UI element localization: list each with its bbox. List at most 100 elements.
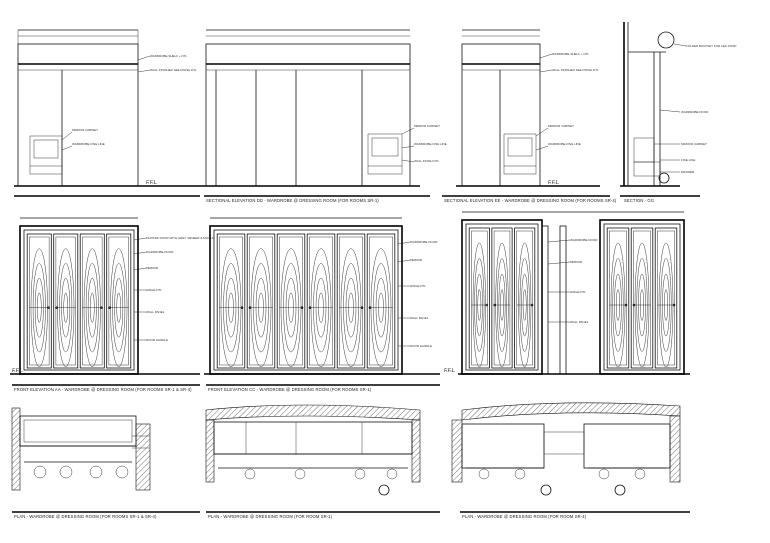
door-panel: [468, 227, 490, 369]
front-a-note-6: DOOR HANDLE: [146, 338, 168, 342]
section-gg-note-1: FOLDED BACKSET FOR LED STRIP: [686, 44, 736, 48]
front-c-note-1: WARDROBE DOOR: [570, 238, 598, 242]
elevation-top-1: WARDROBE SHELF + DTL WALL FINISHED SEE F…: [14, 29, 200, 197]
front-b-note-2: MIRROR: [410, 258, 423, 262]
door-panel: [106, 233, 132, 369]
elev-b-caption: SECTIONAL ELEVATION DD - WARDROBE @ DRES…: [206, 198, 379, 203]
elev-a-ffl-label: F.F.L.: [146, 180, 158, 186]
door-panel-inset: [369, 236, 393, 366]
door-panel: [216, 233, 246, 369]
door-handle: [300, 306, 304, 310]
front-a-note-1: PAINTED DOOR WITH GREY VENEER & MOULD: [146, 236, 215, 240]
plan-2: PLAN - WARDROBE @ DRESSING ROOM (FOR ROO…: [205, 404, 440, 519]
plan-1: PLAN - WARDROBE @ DRESSING ROOM (FOR ROO…: [11, 407, 200, 519]
front-a-note-3: MIRROR: [146, 266, 159, 270]
elev-c-note-4: WARDROBE FINE LINE: [548, 142, 581, 146]
section-gg-caption: SECTION - GG: [624, 198, 654, 203]
elev-a-note-3: MIRROR CABINET: [72, 128, 98, 132]
front-a-note-2: WARDROBE DOOR: [146, 250, 174, 254]
door-panel: [606, 227, 630, 369]
door-handle: [632, 303, 636, 307]
door-panel-inset: [249, 236, 273, 366]
elevation-top-3: WARDROBE SHELF + DTL WALL FINISHED SEE F…: [442, 29, 617, 203]
door-handle: [360, 306, 364, 310]
section-gg-note-4: FINE LINE: [681, 158, 695, 162]
front-c-note-4: WALL PANEL: [570, 320, 589, 324]
door-panel-inset: [633, 230, 651, 366]
front-b-note-3: HINGE DTL: [410, 284, 426, 288]
door-panel: [514, 227, 536, 369]
door-panels-a: [26, 233, 132, 369]
door-panels-b: [216, 233, 396, 369]
door-handle: [624, 303, 628, 307]
plan-3: PLAN - WARDROBE @ DRESSING ROOM (FOR ROO…: [451, 402, 690, 519]
elev-c-note-2: WALL FINISHED SEE FINISH DTL: [552, 68, 599, 72]
front-elevation-1: PAINTED DOOR WITH GREY VENEER & MOULD WA…: [10, 217, 215, 392]
elev-c-note-1: WARDROBE SHELF + DTL: [552, 52, 589, 56]
section-gg-note-3: MIRROR CABINET: [681, 142, 707, 146]
door-panel-inset: [493, 230, 511, 366]
door-handle: [240, 306, 244, 310]
door-panel: [336, 233, 366, 369]
front-b-note-5: DOOR HANDLE: [410, 344, 432, 348]
door-panel-inset: [29, 236, 50, 366]
front-b-note-4: WALL PANEL: [410, 316, 429, 320]
door-handle: [485, 303, 488, 307]
door-handle: [672, 303, 676, 307]
door-panel-inset: [279, 236, 303, 366]
door-handle: [47, 306, 50, 310]
section-top-4: FOLDED BACKSET FOR LED STRIP WARDROBE DO…: [620, 22, 736, 203]
door-panel: [79, 233, 105, 369]
elev-b-note-1: MIRROR CABINET: [414, 124, 440, 128]
front-a-note-4: HINGE DTL: [146, 288, 162, 292]
door-panel: [366, 233, 396, 369]
door-handle: [248, 306, 252, 310]
door-panel: [53, 233, 79, 369]
elev-c-note-3: MIRROR CABINET: [548, 124, 574, 128]
front-a-caption: FRONT ELEVATION AA - WARDROBE @ DRESSING…: [14, 387, 192, 392]
front-a-ffl-label: F.F.L.: [12, 368, 24, 374]
elev-c-ffl-label: F.F.L.: [548, 180, 560, 186]
door-handle: [108, 306, 111, 310]
elev-c-caption: SECTIONAL ELEVATION EE - WARDROBE @ DRES…: [444, 198, 617, 203]
door-handle: [530, 303, 534, 307]
front-b-ffl-label: F.F.L.: [444, 368, 456, 374]
door-panel-inset: [219, 236, 243, 366]
door-handle: [100, 306, 103, 310]
door-panel: [276, 233, 306, 369]
plan-a-caption: PLAN - WARDROBE @ DRESSING ROOM (FOR ROO…: [14, 514, 157, 519]
door-handle: [493, 303, 496, 307]
front-elevation-2: WARDROBE DOOR MIRROR HINGE DTL WALL PANE…: [204, 217, 456, 392]
door-panel-inset: [55, 236, 76, 366]
front-c-note-2: MIRROR: [570, 260, 583, 264]
front-a-note-5: WALL PANEL: [146, 310, 165, 314]
front-elevation-3: WARDROBE DOOR MIRROR HINGE DTL WALL PANE…: [458, 211, 690, 375]
front-b-caption: FRONT ELEVATION CC - WARDROBE @ DRESSING…: [208, 387, 372, 392]
elev-a-note-4: WARDROBE FINE LINE: [72, 142, 105, 146]
door-panel-inset: [657, 230, 675, 366]
elevation-top-2: MIRROR CABINET WARDROBE FINE LINE WALL F…: [200, 29, 447, 203]
front-b-note-1: WARDROBE DOOR: [410, 240, 438, 244]
door-panel: [654, 227, 678, 369]
door-handle: [308, 306, 312, 310]
plan-b-caption: PLAN - WARDROBE @ DRESSING ROOM (FOR ROO…: [208, 514, 333, 519]
section-gg-note-5: DRAWER: [681, 170, 695, 174]
door-panel: [306, 233, 336, 369]
door-panel-inset: [609, 230, 627, 366]
door-panel-inset: [309, 236, 333, 366]
door-panel-inset: [108, 236, 129, 366]
elev-a-note-2: WALL FINISHED SEE FINISH DTL: [150, 68, 197, 72]
door-handle: [55, 306, 58, 310]
door-panel: [26, 233, 52, 369]
door-panels-c: [468, 227, 678, 369]
door-panel: [491, 227, 513, 369]
front-c-note-3: HINGE DTL: [570, 290, 586, 294]
door-panel-inset: [516, 230, 533, 366]
door-handle: [368, 306, 372, 310]
door-panel: [630, 227, 654, 369]
door-panel-inset: [471, 230, 488, 366]
elev-a-note-1: WARDROBE SHELF + DTL: [150, 54, 187, 58]
plan-c-caption: PLAN - WARDROBE @ DRESSING ROOM (FOR ROO…: [462, 514, 587, 519]
